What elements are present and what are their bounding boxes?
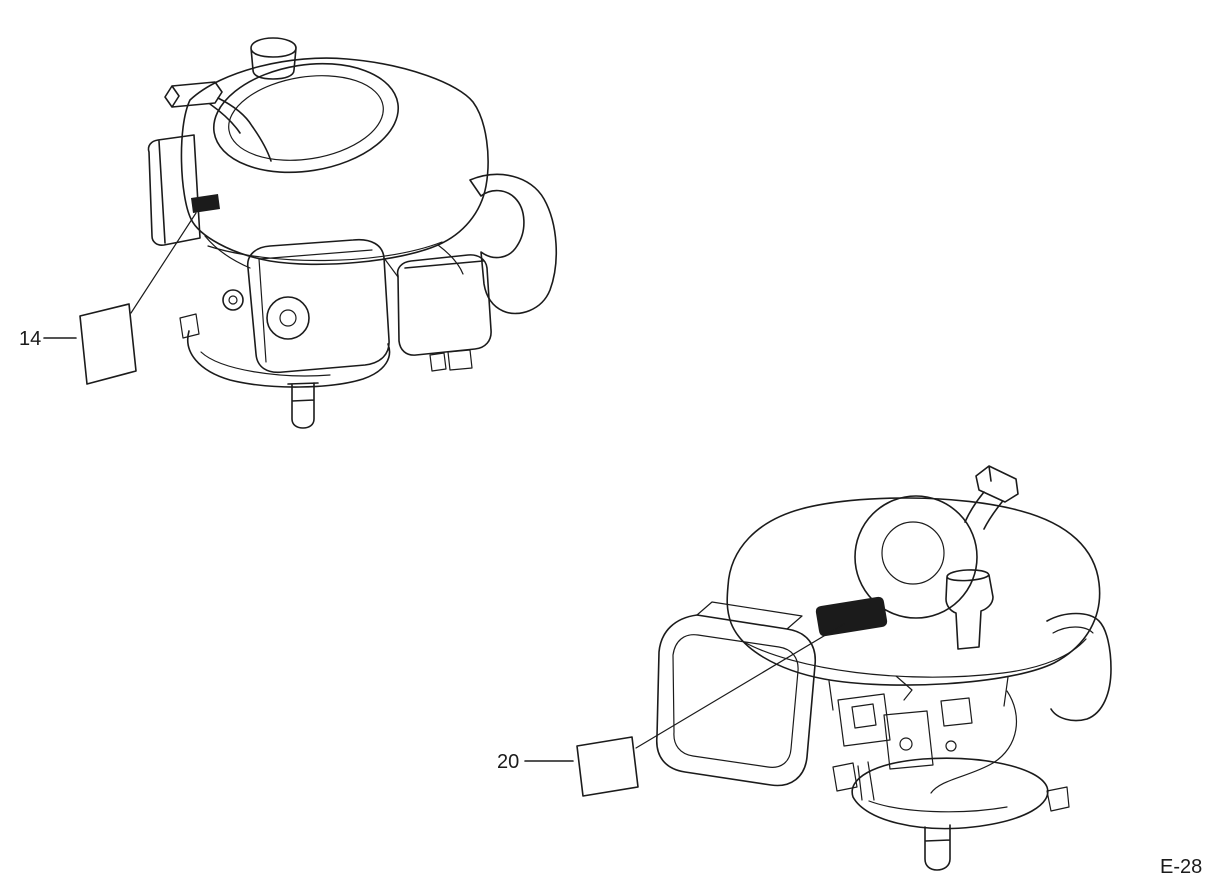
recoil-recess-outer [212, 62, 400, 174]
label-decal-20 [576, 736, 639, 797]
callout-20: 20 [497, 623, 845, 797]
air-cleaner-box-detail [258, 249, 373, 363]
air-cleaner-cover-top-face [696, 601, 803, 630]
side-cover [1046, 612, 1112, 722]
fuel-cap [250, 37, 297, 80]
blower-housing-2-bottom-edge [743, 638, 1087, 678]
air-cleaner-cover [656, 614, 816, 787]
engine-illustration-bottom-right [656, 465, 1112, 871]
primer-ring [222, 289, 244, 311]
recoil-pulley [854, 495, 978, 619]
recoil-pulley-inner [881, 521, 945, 585]
crankshaft [287, 382, 319, 429]
mounting-tab-right [1046, 786, 1070, 812]
muffler-box [396, 254, 492, 356]
crankshaft-2 [924, 824, 951, 871]
side-panel [147, 134, 201, 246]
choke-knob-center [279, 309, 297, 327]
primer-ring-center [228, 295, 238, 305]
engine-illustration-top-left [147, 37, 558, 429]
recoil-recess [212, 62, 400, 174]
callout-14-number: 14 [19, 328, 41, 350]
label-decal-14 [79, 303, 137, 385]
mounting-base-2-edge [868, 800, 1008, 813]
mounting-base-2 [851, 757, 1049, 830]
callout-14-leader-line [130, 212, 197, 314]
carburetor-linkage [828, 675, 1009, 801]
recoil-recess-inner [228, 75, 384, 161]
callout-20-number: 20 [497, 751, 519, 773]
mounting-base [187, 330, 391, 388]
spec-label-mark [815, 596, 888, 637]
body-connector-lines [204, 235, 464, 278]
linkage-pivot-1 [899, 737, 913, 751]
blower-housing [180, 57, 489, 266]
air-cleaner-cover-inner [672, 634, 799, 768]
mounting-tab-left [832, 762, 858, 792]
side-cover-inner [1052, 626, 1094, 634]
fuel-line [930, 690, 1018, 794]
mounting-base-tab [179, 313, 200, 339]
blower-housing-2 [726, 497, 1101, 686]
muffler-tabs [429, 349, 473, 372]
mounting-base-edge [200, 351, 331, 377]
barcode-label-mark [191, 194, 220, 213]
starter-grip [164, 81, 272, 162]
callout-20-leader-line [635, 623, 845, 749]
page-ref: E-28 [1160, 856, 1202, 878]
air-cleaner-box [246, 238, 390, 374]
starter-grip-2 [964, 465, 1019, 530]
blower-housing-bottom-edge [207, 241, 443, 262]
fuel-filler-neck [945, 569, 994, 650]
handle-bracket [469, 173, 558, 315]
callout-14: 14 [19, 212, 197, 385]
linkage-pivot-2 [945, 740, 957, 752]
choke-knob [266, 296, 310, 340]
